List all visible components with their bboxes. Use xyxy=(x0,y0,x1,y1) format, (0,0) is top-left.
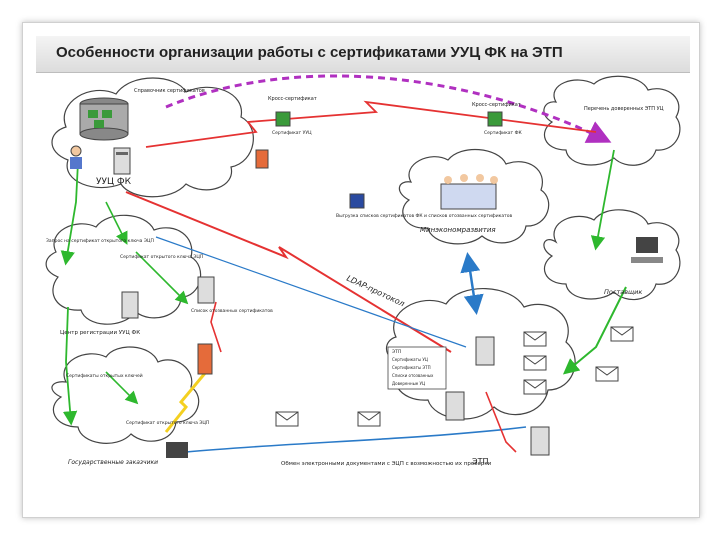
cloud-trusted xyxy=(543,75,681,166)
etp-panel-item: Списки отозванных xyxy=(392,373,434,378)
diagram: Справочник сертификатов УУЦ ФК Сертифика… xyxy=(45,74,681,467)
red-link-etp-right xyxy=(485,391,517,453)
purple-dashed-link xyxy=(165,74,612,143)
blue-link-exchange xyxy=(185,426,527,453)
meeting-icon xyxy=(440,174,498,210)
green-link-client-cert xyxy=(105,371,139,405)
green-link-uuc-reg xyxy=(60,161,79,266)
cloud-client xyxy=(51,346,200,444)
etp-panel xyxy=(387,346,447,390)
label-reference-certs: Справочник сертификатов xyxy=(134,88,205,94)
label-key-cert: Сертификат открытого ключа ЭЦП xyxy=(120,254,203,260)
red-link-uuc-trusted xyxy=(145,100,597,148)
cloud-provider xyxy=(543,209,681,301)
label-customer-keys: Сертификаты открытых ключей xyxy=(66,372,143,379)
red-link-uuc-etp xyxy=(125,191,452,353)
page-title: Особенности организации работы с сертифи… xyxy=(56,44,563,61)
label-cert-request: Запрос на сертификат открытого ключа ЭЦП xyxy=(46,238,154,244)
title-bar xyxy=(36,36,690,73)
label-cert-fk: Сертификат ФК xyxy=(484,130,522,136)
etp-panel-item: Доверенные УЦ xyxy=(392,381,425,386)
blue-link-min-etp xyxy=(460,252,484,315)
server-icon xyxy=(113,147,131,175)
document-icon xyxy=(275,111,503,209)
label-provider: Поставщик xyxy=(604,288,642,296)
etp-panel-item: Сертификаты УЦ xyxy=(392,357,428,362)
green-link-provider-etp xyxy=(562,286,627,375)
green-link-trusted-provider xyxy=(590,149,615,251)
label-ldap: LDAP-протокол xyxy=(345,274,406,309)
envelope-icon xyxy=(275,326,634,427)
user-icon xyxy=(70,145,82,169)
firewall-icon xyxy=(255,149,269,169)
label-uuc-cert: Сертификат УУЦ xyxy=(272,130,312,136)
etp-panel-title: ЭТП xyxy=(392,349,401,355)
label-customer-cert: Сертификат открытого ключа ЭЦП xyxy=(126,420,209,426)
label-cert-list: Список отозванных сертификатов xyxy=(191,308,273,314)
database-icon xyxy=(79,97,129,141)
label-reg-center: Центр регистрации УУЦ ФК xyxy=(60,330,140,336)
label-cross-cert-2: Кросс-сертификат xyxy=(472,102,521,108)
red-link-client-etp xyxy=(210,301,222,353)
links xyxy=(60,74,627,453)
computer-icon xyxy=(166,237,663,458)
label-etp: ЭТП xyxy=(472,457,489,466)
blue-link-server-etp xyxy=(155,236,467,348)
etp-panel-item: Сертификаты ЭТП xyxy=(392,365,431,370)
label-min-cert-list: Выгрузка списков сертификатов ФК и списк… xyxy=(336,213,512,219)
green-link-reg-server xyxy=(135,251,189,305)
label-min: Минэкономразвития xyxy=(420,226,496,234)
label-trusted-list: Перечень доверенных ЭТП УЦ xyxy=(584,106,664,112)
label-exchange: Обмен электронными документами с ЭЦП с в… xyxy=(281,461,492,467)
server-icon xyxy=(121,276,550,456)
label-uuc-fk: УУЦ ФК xyxy=(96,177,132,187)
green-link-reg-client xyxy=(62,306,78,426)
label-client: Государственные заказчики xyxy=(68,459,158,466)
yellow-link xyxy=(164,371,208,433)
label-cross-cert: Кросс-сертификат xyxy=(268,96,317,102)
green-link-uuc-cert xyxy=(105,201,128,245)
